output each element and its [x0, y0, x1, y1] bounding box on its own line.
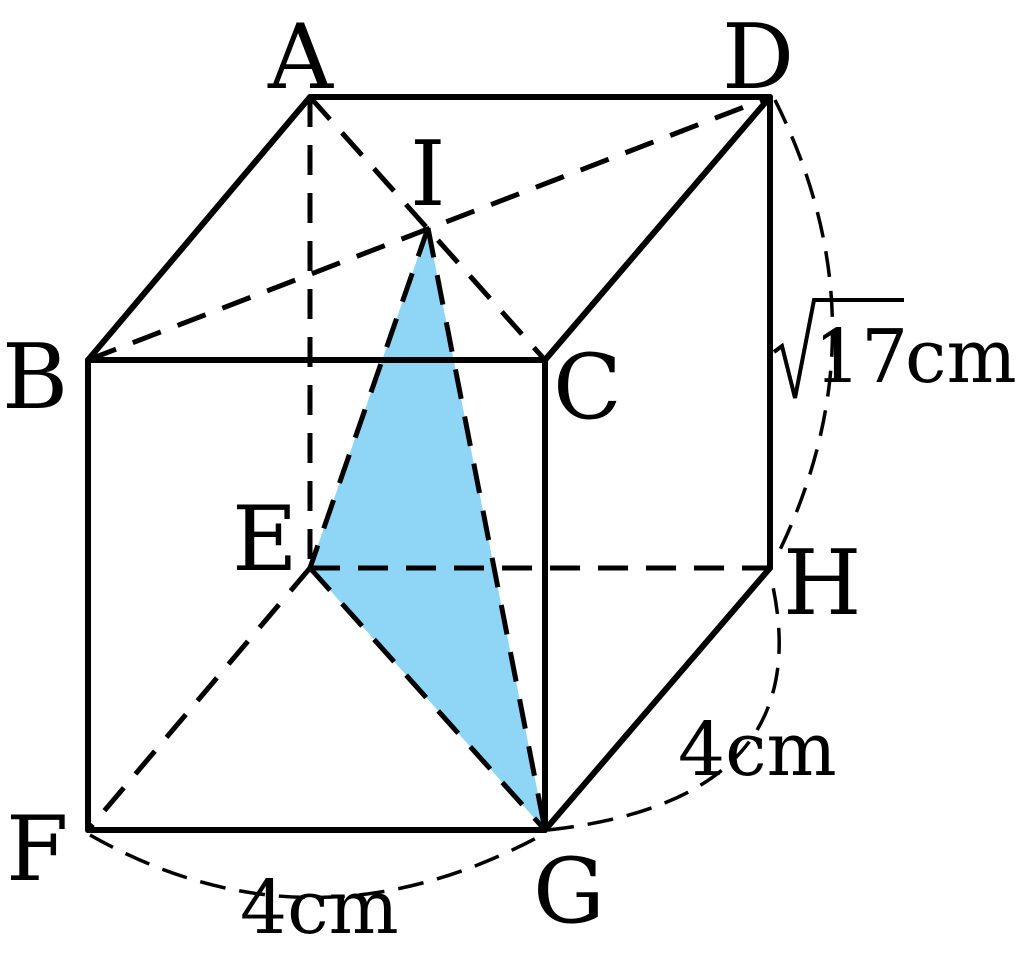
edge-dc — [542, 94, 773, 363]
height-unit: cm — [905, 314, 1017, 400]
label-d: D — [722, 5, 794, 110]
label-c: C — [553, 335, 622, 440]
measurement-labels: 17 cm 4cm 4cm — [240, 298, 1017, 951]
measurement-arcs — [89, 99, 835, 900]
shaded-triangle-eig — [310, 228, 545, 830]
arc-fg — [89, 833, 543, 900]
arc-dh — [773, 99, 835, 561]
diagonal-ac — [308, 95, 547, 362]
fg-length-label: 4cm — [240, 865, 399, 951]
hidden-lines — [86, 94, 771, 832]
label-i: I — [410, 122, 446, 227]
radical-sign — [772, 298, 904, 399]
edge-gh — [542, 565, 773, 833]
height-radicand: 17 — [814, 314, 908, 400]
arc-gh — [547, 581, 781, 832]
segment-ig — [425, 227, 548, 831]
label-a: A — [267, 5, 334, 110]
segment-ie — [307, 227, 431, 569]
vertex-labels: A D I B C E H F G — [2, 5, 862, 944]
segment-eg — [308, 566, 547, 832]
edge-ef — [86, 566, 312, 832]
gh-length-label: 4cm — [678, 707, 837, 793]
visible-edges — [85, 94, 773, 833]
label-e: E — [232, 487, 298, 592]
label-b: B — [2, 325, 68, 430]
edge-ab — [85, 94, 313, 363]
label-f: F — [6, 797, 68, 902]
label-g: G — [533, 839, 605, 944]
label-h: H — [783, 531, 862, 636]
height-label: 17 cm — [772, 298, 1017, 400]
